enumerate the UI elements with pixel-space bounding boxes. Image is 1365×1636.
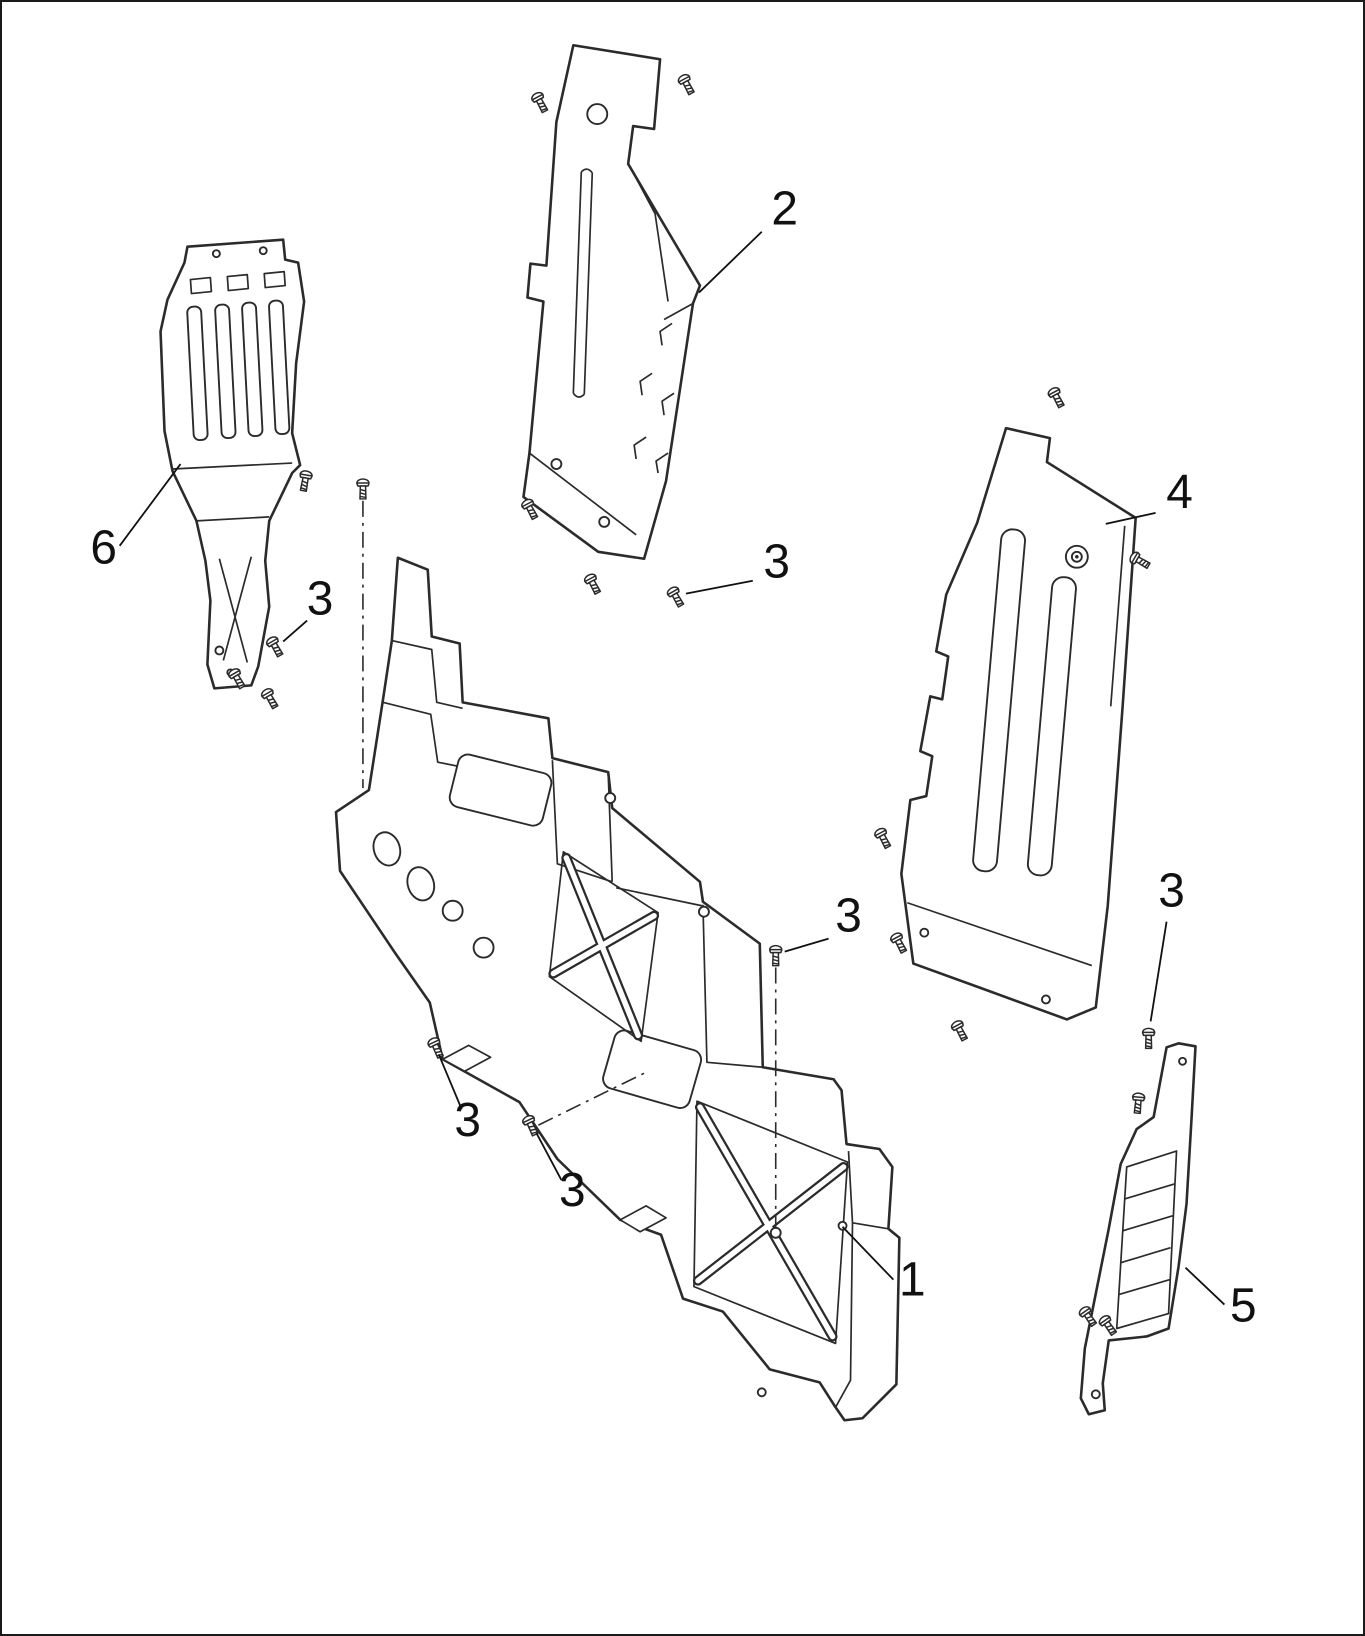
callout-leader-line: [118, 463, 182, 547]
part-2-hole: [550, 458, 563, 470]
part-1-oval-hole: [372, 831, 402, 867]
part-1-hole: [769, 1226, 782, 1239]
screw-part-3: [1130, 1091, 1146, 1115]
part-2-fold-line: [663, 302, 694, 321]
callout-label-part-3: 3: [307, 573, 334, 626]
part-6-hole: [258, 246, 268, 256]
part-6-fold-line: [172, 462, 293, 470]
part-4-outline: [900, 426, 1137, 1021]
part-5-hole: [1090, 1389, 1101, 1400]
part-4-fold-line: [1109, 525, 1126, 707]
screw-part-3: [582, 571, 604, 597]
callout-label-part-1: 1: [899, 1254, 926, 1307]
part-2-hole: [598, 515, 611, 528]
part-2-rear-panel: [522, 43, 702, 561]
callout-label-part-3: 3: [559, 1164, 586, 1217]
part-1-oval-hole: [406, 866, 436, 902]
part-1-mid-xrib-face: [550, 855, 657, 1039]
callout-leader-line: [437, 1053, 463, 1110]
screw-part-3: [872, 825, 894, 851]
part-1-hole: [441, 899, 464, 922]
axis-line: [538, 1072, 645, 1126]
callout-leader-line: [282, 619, 308, 643]
callout-leader-line: [1184, 1267, 1226, 1306]
part-4-hole: [1040, 994, 1051, 1005]
part-6-front-guard: [159, 238, 306, 690]
part-1-hole: [472, 936, 495, 959]
part-2-fold-line: [628, 164, 669, 302]
part-1-opening: [448, 753, 553, 827]
callout-label-part-3: 3: [1158, 865, 1185, 918]
part-4-slot: [972, 528, 1026, 873]
part-6-slot: [214, 303, 237, 440]
part-4-side-panel: [900, 426, 1137, 1021]
callout-labels-group: 2 6 3 3 4 3 3 3 3 1 5: [90, 183, 1256, 1333]
callout-leader-line: [535, 1132, 563, 1181]
part-6-tab: [263, 270, 287, 289]
part-6-hole: [214, 645, 225, 656]
callout-leader-line: [841, 1226, 895, 1281]
part-1-foot: [441, 1044, 492, 1073]
screw-part-3: [888, 930, 910, 956]
callout-leader-line: [685, 579, 753, 595]
part-1-ledge-line: [391, 639, 463, 710]
part-1-opening: [602, 1029, 703, 1109]
screw-part-3: [529, 90, 551, 115]
part-1-hole: [698, 905, 710, 918]
part-2-slot: [572, 168, 594, 398]
screw-part-3: [676, 72, 698, 97]
part-1-hole: [604, 792, 617, 804]
screw-part-3: [264, 634, 287, 660]
screw-part-3: [768, 944, 783, 967]
part-5-hole: [1178, 1056, 1187, 1066]
part-1-endcap: [834, 1222, 854, 1408]
part-6-tab: [189, 276, 213, 295]
part-5-slats: [1118, 1183, 1175, 1296]
part-2-outline: [522, 43, 702, 561]
callout-leader-line: [1105, 512, 1156, 525]
part-2-hole: [586, 103, 609, 125]
callout-label-part-6: 6: [90, 522, 117, 575]
callout-leader-line: [784, 937, 829, 953]
part-1-mid-xpanel: [548, 851, 659, 1043]
screw-part-3: [259, 686, 282, 711]
callout-label-part-3: 3: [454, 1094, 481, 1147]
part-1-right-xrib-face: [695, 1104, 847, 1340]
callout-label-part-5: 5: [1230, 1280, 1257, 1333]
part-6-slot: [186, 305, 209, 442]
callout-label-part-3: 3: [763, 536, 790, 589]
part-4-slot: [1026, 576, 1077, 877]
screw-part-3: [1046, 385, 1068, 410]
part-1-midwall: [551, 760, 614, 883]
callout-leader-line: [1149, 921, 1168, 1022]
alignment-axes: [362, 500, 777, 1229]
part-6-hole: [211, 249, 221, 259]
screw-part-3: [665, 584, 687, 610]
part-1-hole: [756, 1387, 767, 1398]
part-6-slot: [241, 301, 264, 438]
callout-label-part-2: 2: [771, 183, 798, 236]
screw-part-3: [1141, 1027, 1156, 1050]
part-1-main-skid-plate: [334, 556, 901, 1422]
part-2-fold-line: [528, 452, 637, 536]
screw-part-3: [356, 478, 370, 500]
part-5-slat-panel: [1115, 1150, 1178, 1330]
part-2-vent-marks: [633, 322, 675, 474]
part-4-hole: [919, 927, 930, 938]
part-4-fold-line: [907, 901, 1093, 967]
part-1-right-xpanel: [693, 1100, 849, 1345]
part-6-slot: [268, 299, 291, 436]
callout-label-part-4: 4: [1166, 466, 1193, 519]
part-6-fold-line: [196, 516, 270, 522]
screw-part-3: [296, 469, 314, 493]
callout-leader-line: [698, 231, 763, 294]
callout-label-part-3: 3: [835, 890, 862, 943]
part-1-rightwall: [616, 886, 763, 1069]
screw-part-3: [949, 1018, 971, 1044]
part-1-foot: [619, 1205, 667, 1233]
part-6-channel: [218, 556, 253, 663]
part-6-tab: [226, 273, 250, 292]
part-4-grommet-center: [1075, 554, 1079, 559]
